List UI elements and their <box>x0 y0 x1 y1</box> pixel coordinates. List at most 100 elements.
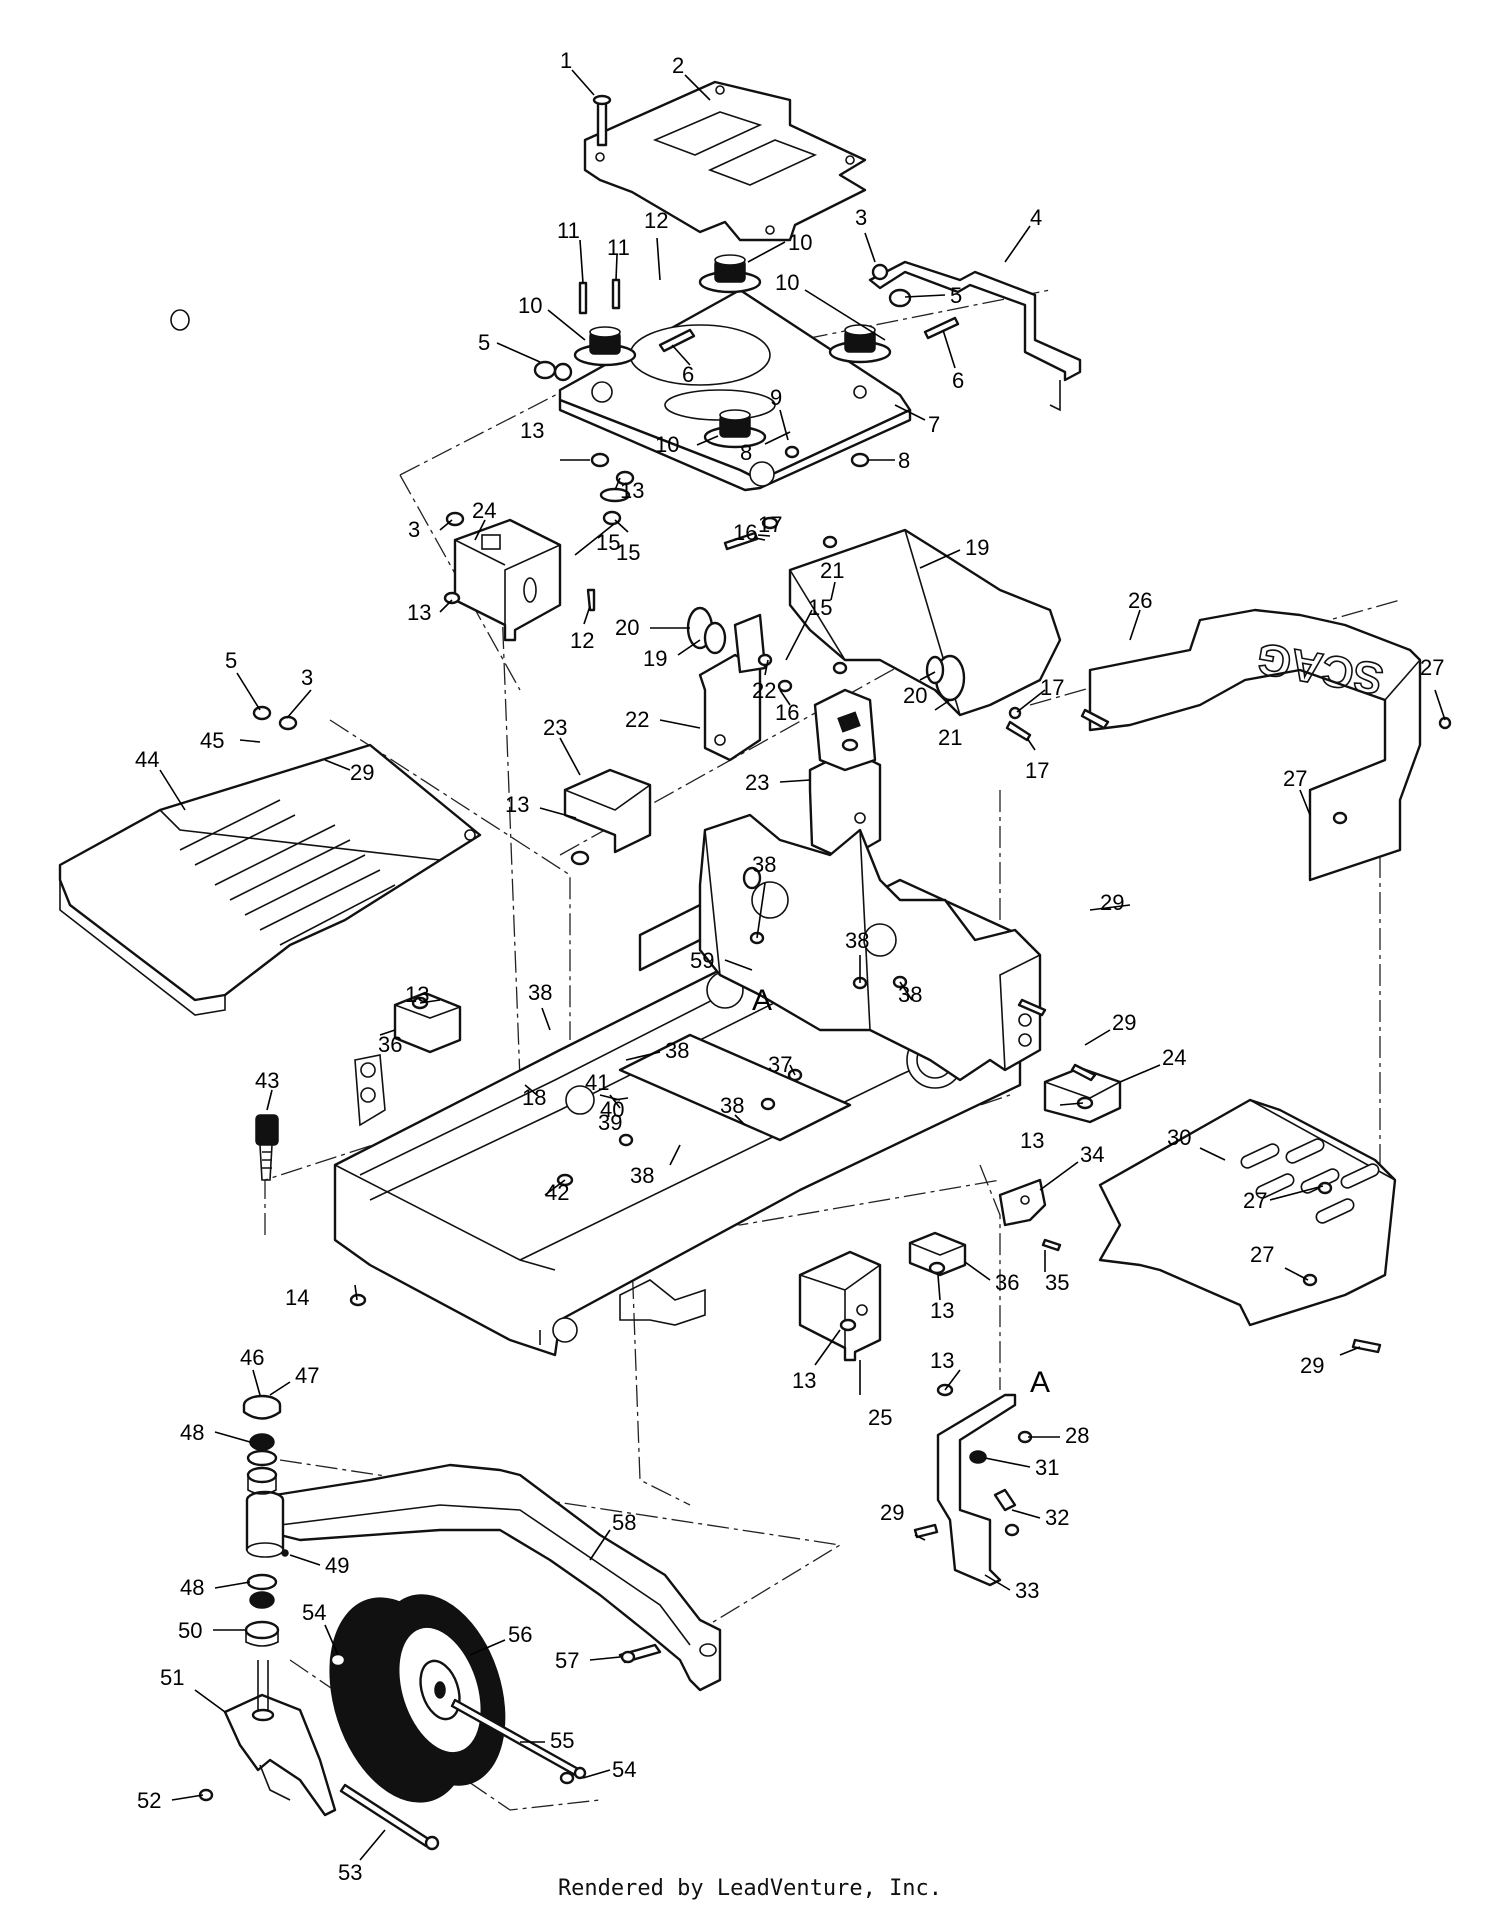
callout-label: 36 <box>995 1270 1019 1295</box>
callout-label: 13 <box>930 1348 954 1373</box>
callout-label: 54 <box>612 1757 636 1782</box>
callout-label: 3 <box>855 205 867 230</box>
callout-label: 10 <box>788 230 812 255</box>
side-panel <box>1098 1098 1397 1327</box>
callout-label: 21 <box>938 725 962 750</box>
callout-label: 14 <box>285 1285 309 1310</box>
callout-label: 12 <box>570 628 594 653</box>
pivot-bracket-left <box>698 613 767 762</box>
callout-label: 15 <box>616 540 640 565</box>
callout-label: 27 <box>1250 1242 1274 1267</box>
callout-label: 19 <box>643 646 667 671</box>
callout-label: 38 <box>845 928 869 953</box>
callout-label: 44 <box>135 747 159 772</box>
isolators <box>573 254 892 449</box>
callout-label: 32 <box>1045 1505 1069 1530</box>
bumper-stop <box>255 1114 279 1181</box>
callout-label: 48 <box>180 1420 204 1445</box>
callout-label: 57 <box>555 1648 579 1673</box>
callout-label: 2 <box>672 53 684 78</box>
callout-label: 36 <box>378 1032 402 1057</box>
isolator <box>573 326 637 367</box>
callout-label: 8 <box>898 448 910 473</box>
callout-label: 40 <box>600 1097 624 1122</box>
bracket-34 <box>998 1178 1047 1227</box>
callout-label: 16 <box>775 700 799 725</box>
callout-label: 5 <box>478 330 490 355</box>
callout-label: 49 <box>325 1553 349 1578</box>
seat-mount-plate <box>583 80 867 242</box>
callout-label: 47 <box>295 1363 319 1388</box>
callout-label: 13 <box>520 418 544 443</box>
callout-label: 24 <box>472 498 496 523</box>
callout-label: 30 <box>1167 1125 1191 1150</box>
bracket-24-upper <box>453 518 562 642</box>
rear-bumper: SCAG <box>1088 608 1422 882</box>
callout-label: 58 <box>612 1510 636 1535</box>
callout-label: 27 <box>1420 655 1444 680</box>
callout-label: 38 <box>528 980 552 1005</box>
footer-credit: Rendered by LeadVenture, Inc. <box>557 1876 943 1901</box>
callout-label: 20 <box>903 683 927 708</box>
brake-bracket-assembly <box>936 1393 1017 1587</box>
callout-label: 51 <box>160 1665 184 1690</box>
callout-label: 15 <box>596 530 620 555</box>
tread-pattern <box>179 799 396 946</box>
callout-label: 48 <box>180 1575 204 1600</box>
callout-label: 41 <box>585 1070 609 1095</box>
callout-label: 29 <box>1112 1010 1136 1035</box>
callout-label: 17 <box>1025 758 1049 783</box>
callout-label: 4 <box>1030 205 1042 230</box>
callout-label: 38 <box>898 982 922 1007</box>
caster-arm <box>245 1463 722 1692</box>
reference-mark-a-frame: A <box>752 984 772 1017</box>
caster-wheel <box>329 1594 506 1803</box>
block-36-right <box>908 1231 967 1277</box>
callout-label: 13 <box>620 478 644 503</box>
callout-label: 38 <box>630 1163 654 1188</box>
foot-plate <box>58 743 482 1016</box>
block-36-left <box>393 991 462 1054</box>
callout-label: 1 <box>560 48 572 73</box>
callout-label: 24 <box>1162 1045 1186 1070</box>
callout-label: 29 <box>350 760 374 785</box>
callout-label: 11 <box>557 218 580 243</box>
callout-label: 10 <box>775 270 799 295</box>
callout-label: 39 <box>598 1110 622 1135</box>
isolator <box>703 409 767 449</box>
callout-label: 53 <box>338 1860 362 1885</box>
caster-fork <box>223 1660 337 1817</box>
callout-label: 34 <box>1080 1142 1104 1167</box>
callout-label: 22 <box>752 678 776 703</box>
callout-label: 6 <box>952 368 964 393</box>
callout-label: 21 <box>820 558 844 583</box>
callout-label: 8 <box>740 440 752 465</box>
callout-label: 13 <box>405 982 429 1007</box>
callout-label: 38 <box>720 1093 744 1118</box>
callout-label: 23 <box>745 770 769 795</box>
callout-label: 16 <box>733 520 757 545</box>
callout-label: 35 <box>1045 1270 1069 1295</box>
caster-stack <box>242 1394 289 1647</box>
callout-label: 9 <box>770 385 782 410</box>
callout-label: 20 <box>615 615 639 640</box>
callout-label: 26 <box>1128 588 1152 613</box>
callout-label: 54 <box>302 1600 326 1625</box>
callout-label: 10 <box>518 293 542 318</box>
callout-label: 17 <box>758 512 782 537</box>
callout-label: 17 <box>1040 675 1064 700</box>
callout-label: 29 <box>1300 1353 1324 1378</box>
callout-label: 38 <box>665 1038 689 1063</box>
callout-label: 27 <box>1283 766 1307 791</box>
hardware <box>170 94 1452 1802</box>
callout-label: 15 <box>808 595 832 620</box>
pivot-bracket-right <box>808 688 882 862</box>
callout-label: 52 <box>137 1788 161 1813</box>
callout-label: 13 <box>930 1298 954 1323</box>
callout-label: 55 <box>550 1728 574 1753</box>
seat-frame <box>558 288 912 492</box>
callout-label: 37 <box>768 1052 792 1077</box>
callouts: 1 2 3 3 3 4 5 5 5 6 6 7 8 8 9 10 10 10 1… <box>135 48 1446 1885</box>
callout-label: 11 <box>607 235 630 260</box>
